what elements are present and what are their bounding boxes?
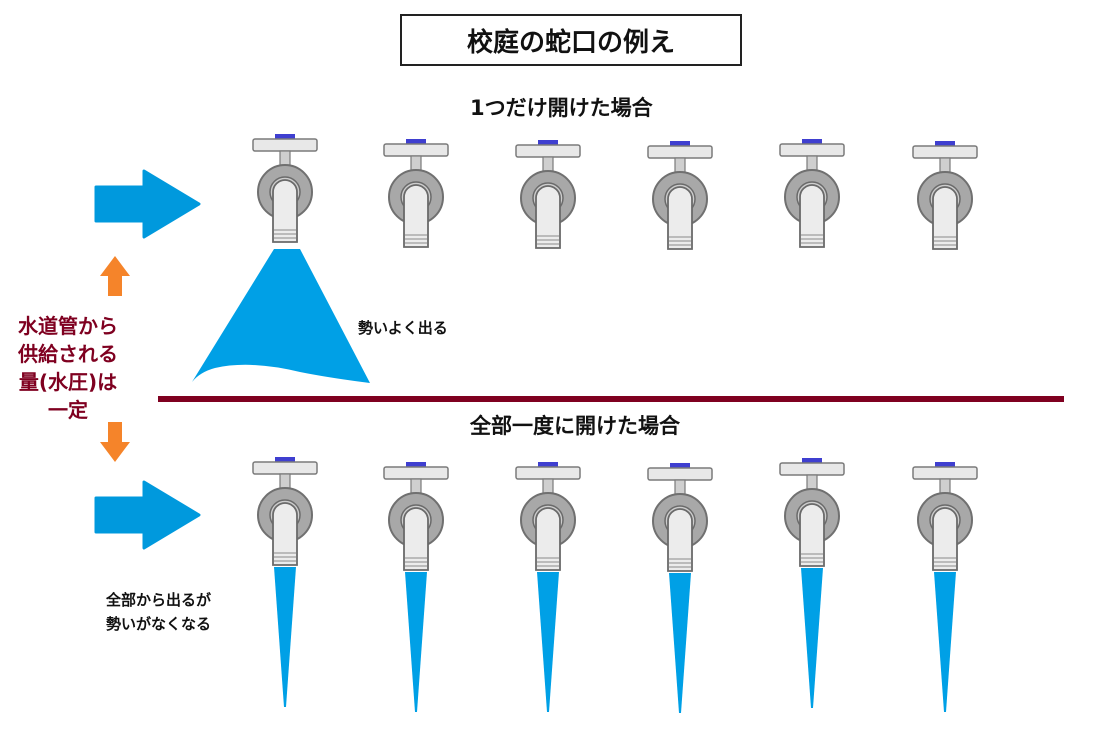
section-divider	[158, 396, 1064, 402]
supply-note-line: 一定	[48, 398, 88, 422]
faucet-knob	[275, 457, 295, 463]
faucet-stem	[806, 155, 818, 171]
supply-note-line: 量(水圧)は	[18, 370, 118, 394]
pressure-arrow-icon	[100, 256, 130, 296]
faucet-knob	[935, 462, 955, 468]
all-open-heading: 全部一度に開けた場合	[470, 414, 680, 438]
faucet-spout	[667, 508, 693, 572]
page-title: 校庭の蛇口の例え	[400, 14, 742, 66]
faucet-stem	[542, 156, 554, 172]
weak-flow-note-line: 勢いがなくなる	[106, 615, 212, 633]
faucet-spout	[535, 185, 561, 249]
faucet-icon	[383, 462, 449, 571]
supply-note: 水道管から 供給される 量(水圧)は 一定	[2, 312, 134, 424]
faucet-spout	[535, 507, 561, 571]
faucet-handle	[252, 461, 318, 475]
faucet-handle	[912, 145, 978, 159]
faucet-stem	[674, 157, 686, 173]
faucet-knob	[538, 140, 558, 146]
faucet-spout	[403, 507, 429, 571]
faucet-icon	[383, 139, 449, 248]
weak-flow-note: 全部から出るが 勢いがなくなる	[106, 588, 211, 636]
faucet-icon	[912, 462, 978, 571]
faucet-stem	[939, 157, 951, 173]
faucet-handle	[515, 144, 581, 158]
faucet-stem	[410, 155, 422, 171]
water-spray-strong	[192, 249, 370, 383]
water-stream-weak	[669, 573, 691, 713]
faucet-stem	[674, 479, 686, 495]
faucet-handle	[252, 138, 318, 152]
water-stream-weak	[801, 568, 823, 708]
faucet-spout	[667, 186, 693, 250]
faucet-icon	[779, 458, 845, 567]
faucet-handle	[647, 467, 713, 481]
faucet-icon	[252, 457, 318, 566]
faucet-icon	[647, 463, 713, 572]
faucet-handle	[383, 143, 449, 157]
faucet-stem	[939, 478, 951, 494]
faucet-stem	[279, 473, 291, 489]
faucet-stem	[279, 150, 291, 166]
faucet-handle	[779, 143, 845, 157]
faucet-icon	[252, 134, 318, 243]
supply-note-line: 供給される	[18, 342, 118, 366]
water-stream-weak	[405, 572, 427, 712]
faucet-knob	[670, 463, 690, 469]
faucet-stem	[410, 478, 422, 494]
faucet-knob	[802, 139, 822, 145]
faucet-handle	[647, 145, 713, 159]
faucet-handle	[912, 466, 978, 480]
faucet-knob	[406, 139, 426, 145]
faucet-icon	[912, 141, 978, 250]
faucet-handle	[383, 466, 449, 480]
faucet-knob	[670, 141, 690, 147]
faucet-spout	[272, 502, 298, 566]
water-stream-weak	[934, 572, 956, 712]
weak-flow-note-line: 全部から出るが	[106, 591, 212, 609]
faucet-icon	[515, 462, 581, 571]
water-stream-weak	[274, 567, 296, 707]
faucet-knob	[935, 141, 955, 147]
faucet-icon	[647, 141, 713, 250]
faucet-knob	[538, 462, 558, 468]
water-stream-weak	[537, 572, 559, 712]
single-open-heading: 1つだけ開けた場合	[470, 96, 653, 120]
faucet-spout	[403, 184, 429, 248]
faucet-spout	[272, 179, 298, 243]
supply-note-line: 水道管から	[18, 314, 118, 338]
faucet-handle	[515, 466, 581, 480]
strong-flow-note: 勢いよく出る	[358, 319, 448, 337]
flow-arrow-icon	[94, 169, 201, 239]
faucet-icon	[515, 140, 581, 249]
faucet-stem	[542, 478, 554, 494]
faucet-knob	[802, 458, 822, 464]
faucet-handle	[779, 462, 845, 476]
faucet-spout	[799, 184, 825, 248]
flow-arrow-icon	[94, 480, 201, 550]
faucet-knob	[275, 134, 295, 140]
faucet-stem	[806, 474, 818, 490]
faucet-spout	[932, 186, 958, 250]
faucet-spout	[799, 503, 825, 567]
faucet-spout	[932, 507, 958, 571]
pressure-arrow-icon	[100, 422, 130, 462]
faucet-icon	[779, 139, 845, 248]
faucet-knob	[406, 462, 426, 468]
